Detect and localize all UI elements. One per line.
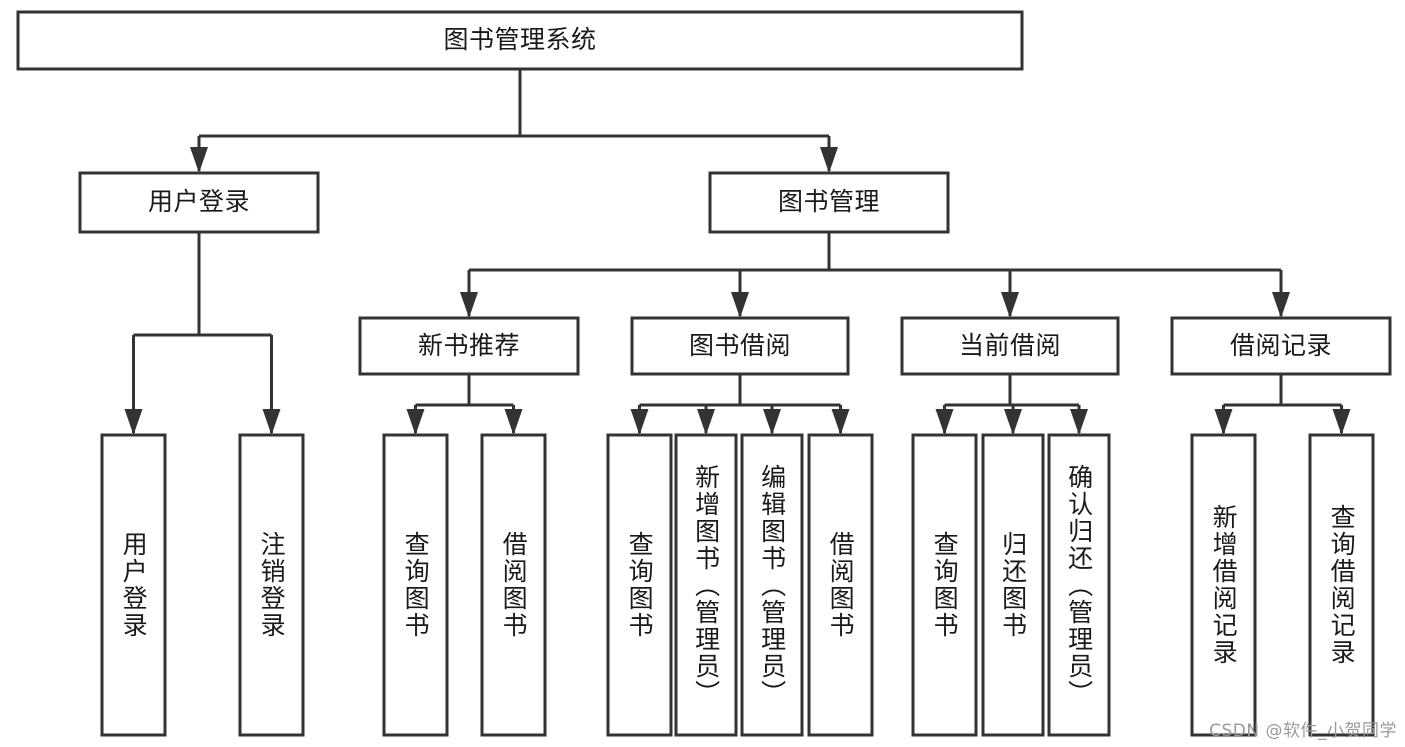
arrow-head-leaf-confirm-return-admin [1070,409,1088,435]
node-box-leaf-query-book-recommend[interactable] [382,433,449,737]
node-box-book-management[interactable] [708,171,950,234]
arrow-head-leaf-edit-book-admin [763,409,781,435]
node-box-leaf-borrow-book[interactable] [807,433,874,737]
connector-edges [124,69,1351,435]
node-box-leaf-add-book-admin[interactable] [674,433,738,737]
node-box-current-borrow[interactable] [900,316,1120,376]
node-box-leaf-query-book-current[interactable] [911,433,978,737]
node-box-book-borrow[interactable] [630,316,850,376]
node-box-leaf-query-borrow-record[interactable] [1308,433,1375,737]
node-box-user-login[interactable] [78,171,320,234]
node-boxes [16,10,1392,737]
arrow-head-leaf-borrow-book [831,409,850,435]
node-box-root[interactable] [16,10,1024,71]
node-box-borrow-record[interactable] [1170,316,1392,376]
arrow-head-leaf-user-logout [262,409,281,435]
arrow-head-current-borrow [1001,292,1019,318]
node-box-leaf-return-book[interactable] [981,433,1045,737]
arrow-head-user-login [190,147,208,173]
arrow-head-leaf-query-borrow-record [1332,409,1351,435]
arrow-head-leaf-add-borrow-record [1214,409,1233,435]
csdn-watermark: CSDN @软件_小贺同学 [1209,721,1397,741]
node-box-leaf-confirm-return-admin[interactable] [1047,433,1111,737]
arrow-head-borrow-record [1272,292,1290,318]
node-box-leaf-user-logout[interactable] [238,433,305,737]
arrow-head-leaf-query-book-current [935,409,954,435]
arrow-head-new-book-recommend [460,292,478,318]
arrow-head-leaf-query-book-borrow [630,409,649,435]
node-box-leaf-edit-book-admin[interactable] [740,433,804,737]
node-box-leaf-borrow-book-recommend[interactable] [480,433,547,737]
arrow-head-leaf-add-book-admin [697,409,715,435]
arrow-head-leaf-user-login [124,409,143,435]
node-box-new-book-recommend[interactable] [358,316,580,376]
node-box-leaf-user-login[interactable] [100,433,167,737]
arrow-head-book-management [820,147,838,173]
node-box-leaf-query-book-borrow[interactable] [606,433,673,737]
arrow-head-leaf-borrow-book-recommend [504,409,523,435]
arrow-head-leaf-query-book-recommend [406,409,425,435]
arrow-head-leaf-return-book [1004,409,1022,435]
arrow-head-book-borrow [731,292,749,318]
node-box-leaf-add-borrow-record[interactable] [1190,433,1257,737]
